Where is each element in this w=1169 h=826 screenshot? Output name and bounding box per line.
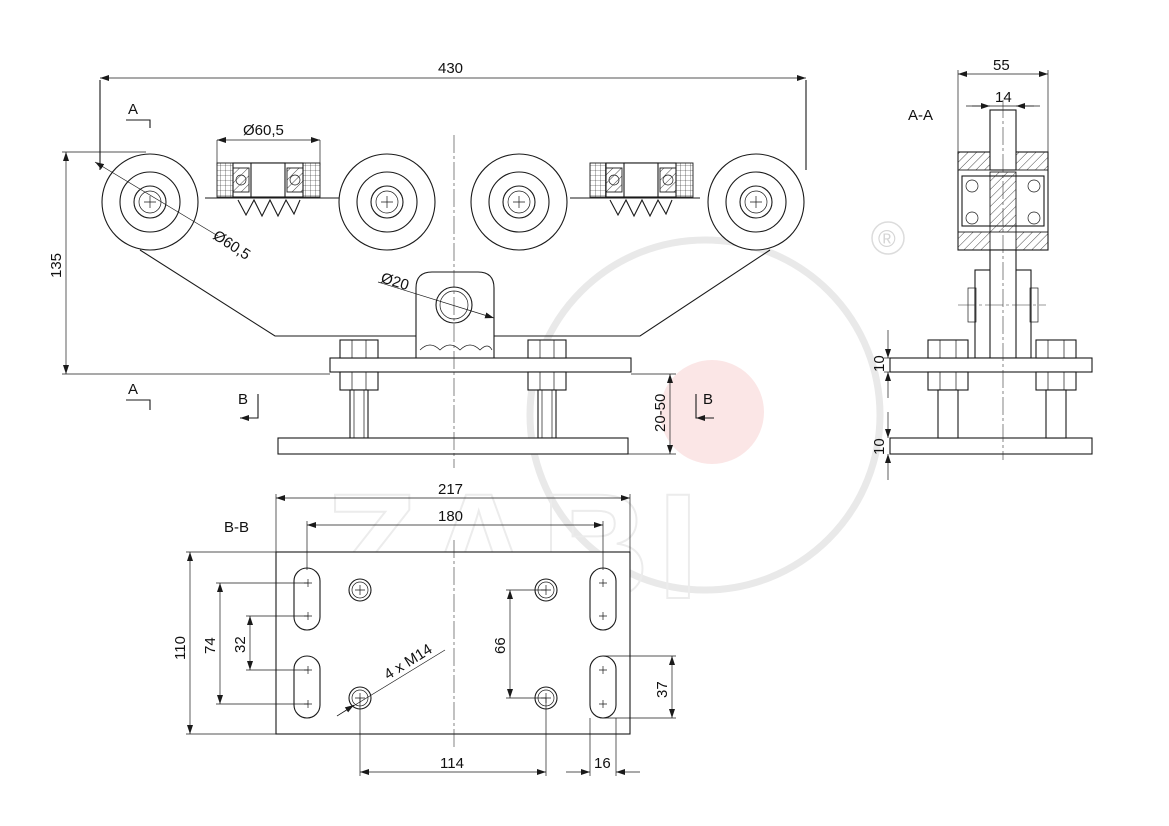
dim-slot-outer: 74 — [202, 637, 219, 654]
dim-hole-vertical: 66 — [492, 637, 509, 654]
dim-slot-inner: 32 — [232, 636, 249, 653]
side-plate-bottom — [889, 437, 1093, 455]
section-marker-b-left: B — [238, 391, 259, 421]
slot-top-right — [589, 567, 617, 631]
watermark-ring — [526, 236, 884, 594]
wheel-3 — [470, 153, 568, 251]
registered-mark: ® — [878, 226, 896, 253]
svg-text:B: B — [238, 391, 248, 408]
wheel-2 — [338, 153, 436, 251]
bolt-left — [339, 339, 379, 439]
svg-text:A: A — [128, 101, 138, 118]
dim-plate-width: 217 — [438, 481, 463, 498]
wheel-4 — [707, 153, 805, 251]
dim-height: 135 — [48, 253, 65, 278]
registered-ring — [871, 221, 905, 255]
dim-total-length: 430 — [438, 60, 463, 77]
side-plate-top — [889, 357, 1093, 373]
dim-wheel-diameter-side: Ø60,5 — [210, 227, 254, 264]
guide-roller-left — [216, 162, 321, 218]
dim-wheel-diameter-top: Ø60,5 — [243, 122, 284, 139]
dim-side-width: 55 — [993, 57, 1010, 74]
slot-top-left — [293, 567, 321, 631]
slot-bottom-right — [589, 655, 617, 719]
dim-adjust-range: 20-50 — [652, 394, 669, 432]
dim-hole-spacing: 114 — [440, 755, 464, 772]
svg-text:B: B — [703, 391, 713, 408]
dim-side-wheel: 14 — [995, 89, 1012, 106]
mounting-plate-top — [329, 357, 632, 373]
front-view: 430 135 Ø60,5 Ø60,5 Ø20 20-50 A A — [48, 60, 807, 468]
dim-slot-width: 16 — [594, 755, 611, 772]
side-view-aa: A-A — [871, 57, 1093, 480]
dim-plate-top: 10 — [871, 355, 888, 372]
slot-bottom-left — [293, 655, 321, 719]
view-label-bb: B-B — [224, 519, 249, 536]
section-marker-a-bottom: A — [126, 381, 151, 410]
dim-plate-height: 110 — [172, 636, 189, 660]
dim-plate-bottom: 10 — [871, 438, 888, 455]
plan-view-bb: B-B 217 180 110 74 — [172, 481, 676, 776]
base-plate-outline — [275, 551, 631, 735]
pivot-bracket — [415, 271, 495, 359]
svg-text:A: A — [128, 381, 138, 398]
hole-top-left — [348, 578, 372, 602]
watermark-red-dot — [660, 360, 764, 464]
dim-slot-spacing: 180 — [438, 508, 463, 525]
wheel-1 — [101, 153, 199, 251]
dim-pin-diameter: Ø20 — [379, 270, 411, 295]
section-marker-b-right: B — [695, 391, 714, 421]
mounting-plate-bottom — [277, 437, 629, 455]
view-label-aa: A-A — [908, 107, 933, 124]
guide-roller-right — [589, 162, 694, 218]
dim-slot-length: 37 — [654, 681, 671, 698]
section-marker-a-top: A — [126, 101, 151, 128]
